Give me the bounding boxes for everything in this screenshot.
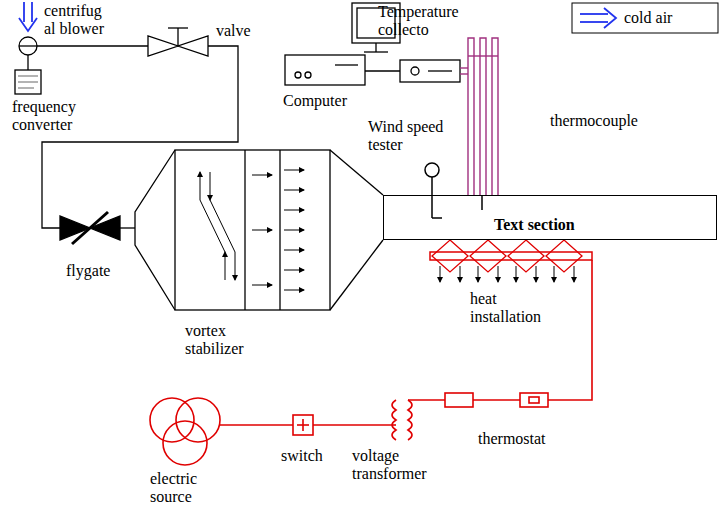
part-label: Wind speed tester xyxy=(368,118,458,154)
heater-element xyxy=(508,240,544,272)
legend-text: cold air xyxy=(624,9,672,27)
vortex-stabilizer xyxy=(135,150,383,310)
thermocouple-wires xyxy=(460,38,498,195)
part-label: frequency converter xyxy=(12,98,112,134)
part-label: flygate xyxy=(66,262,110,280)
thermocouple-probe xyxy=(481,195,483,210)
wind-speed-probe xyxy=(425,163,442,218)
part-label: thermostat xyxy=(478,430,546,448)
section-label: Text section xyxy=(494,216,711,234)
cold-air-arrow xyxy=(19,2,37,31)
heat-arrow xyxy=(574,266,575,282)
heater-units xyxy=(430,240,592,282)
part-label: voltage transformer xyxy=(352,447,452,483)
heat-arrow xyxy=(554,266,555,282)
heat-arrow xyxy=(516,266,517,282)
heater-element xyxy=(546,240,582,272)
part-label: switch xyxy=(281,447,323,465)
heat-arrow xyxy=(498,266,499,282)
part-label: electric source xyxy=(150,470,214,506)
heat-arrow xyxy=(460,266,461,282)
heater-element xyxy=(432,240,468,272)
heat-arrow xyxy=(440,266,441,282)
power-circuit xyxy=(150,260,592,465)
part-label: Temperature collecto xyxy=(378,3,474,39)
part-label: valve xyxy=(216,22,251,40)
legend-box xyxy=(572,3,718,33)
part-label: vortex stabilizer xyxy=(185,322,265,358)
part-label: centrifug al blower xyxy=(44,2,116,38)
heater-element xyxy=(470,240,506,272)
part-label: Computer xyxy=(283,92,347,110)
part-label: heat installation xyxy=(470,290,554,326)
heat-arrow xyxy=(478,266,479,282)
air-duct xyxy=(37,28,238,244)
test-section-tube: Text section xyxy=(383,195,717,240)
part-label: thermocouple xyxy=(550,112,638,130)
heat-arrow xyxy=(536,266,537,282)
